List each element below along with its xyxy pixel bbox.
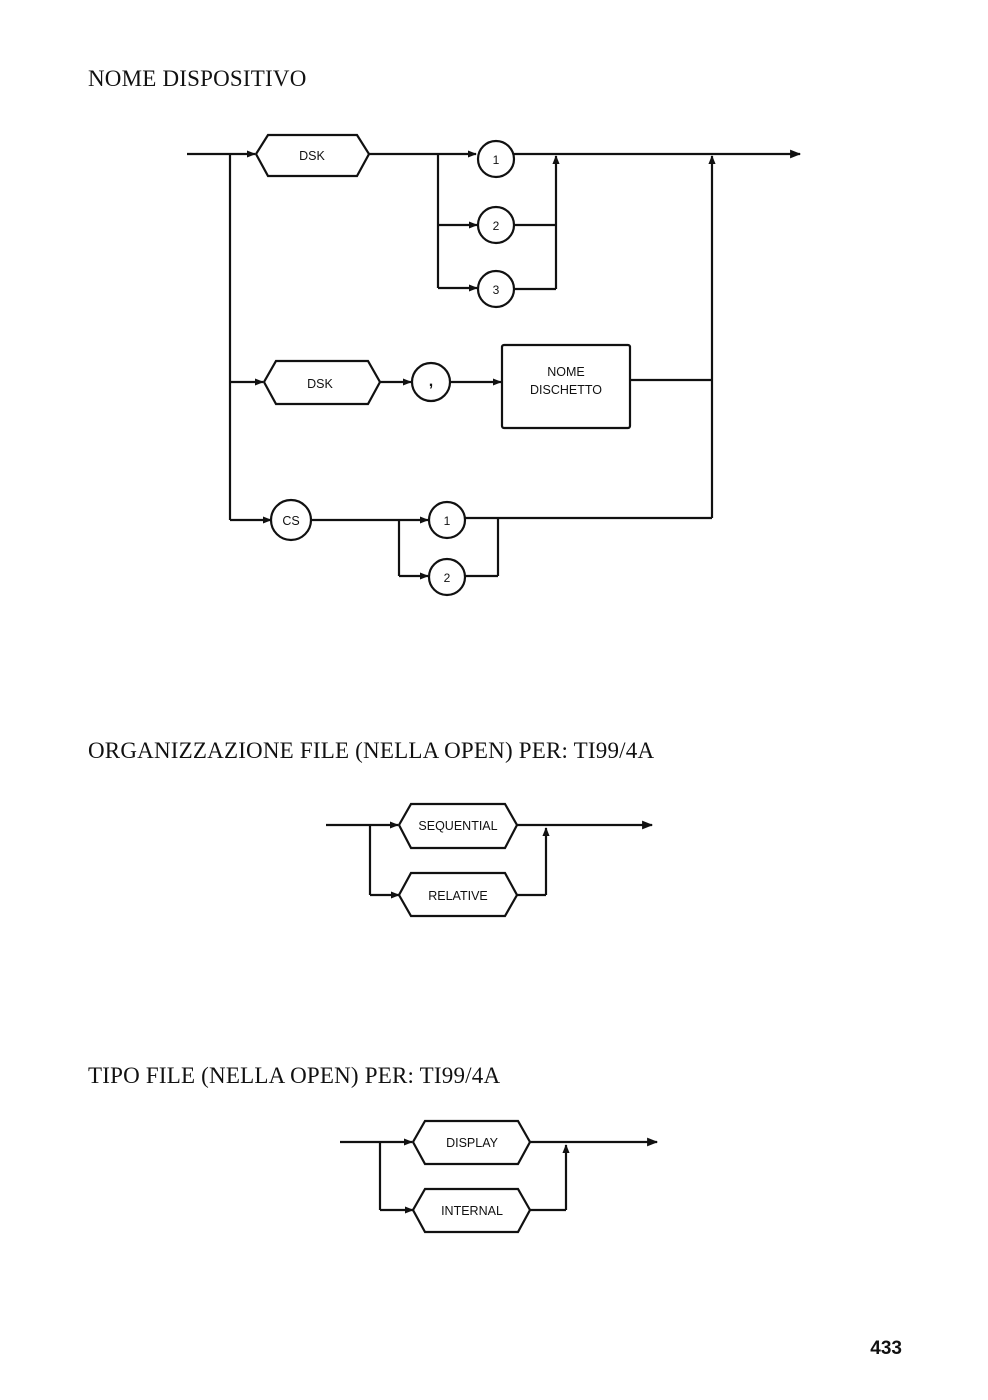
disk-name-label-line2: DISCHETTO <box>530 383 602 397</box>
disk-name-box <box>500 343 632 430</box>
relative-label: RELATIVE <box>428 889 488 903</box>
digit-2-label: 2 <box>493 219 500 233</box>
dsk-label: DSK <box>299 149 325 163</box>
file-organization-diagram <box>326 802 654 918</box>
disk-name-label-line1: NOME <box>547 365 585 379</box>
section-title-file-organization: ORGANIZZAZIONE FILE (NELLA OPEN) PER: TI… <box>88 738 655 763</box>
device-name-labels: DSK 1 2 3 DSK , NOME DISCHETTO CS 1 2 <box>282 149 602 585</box>
file-organization-labels: SEQUENTIAL RELATIVE <box>418 819 497 903</box>
relative-terminal-box <box>397 871 519 918</box>
dsk-terminal-box <box>254 133 371 178</box>
display-terminal-box <box>411 1119 532 1166</box>
digit-1-label: 1 <box>493 153 500 167</box>
digit-1-circle <box>476 139 516 179</box>
page-number: 433 <box>870 1338 902 1359</box>
sequential-terminal-box <box>397 802 519 850</box>
section-title-device-name: NOME DISPOSITIVO <box>88 66 307 91</box>
digit-1-circle-cs <box>427 500 467 540</box>
display-label: DISPLAY <box>446 1136 499 1150</box>
dsk-terminal-box-2 <box>262 359 382 406</box>
internal-label: INTERNAL <box>441 1204 503 1218</box>
digit-1-cs-label: 1 <box>444 514 451 528</box>
digit-3-label: 3 <box>493 283 500 297</box>
sequential-label: SEQUENTIAL <box>418 819 497 833</box>
section-title-file-type: TIPO FILE (NELLA OPEN) PER: TI99/4A <box>88 1063 501 1088</box>
dsk-label-2: DSK <box>307 377 333 391</box>
device-name-diagram <box>187 133 802 597</box>
internal-terminal-box <box>411 1187 532 1234</box>
file-type-diagram <box>340 1119 659 1234</box>
comma-label: , <box>429 373 433 390</box>
digit-2-cs-label: 2 <box>444 571 451 585</box>
file-type-labels: DISPLAY INTERNAL <box>441 1136 503 1218</box>
cs-label: CS <box>282 514 299 528</box>
